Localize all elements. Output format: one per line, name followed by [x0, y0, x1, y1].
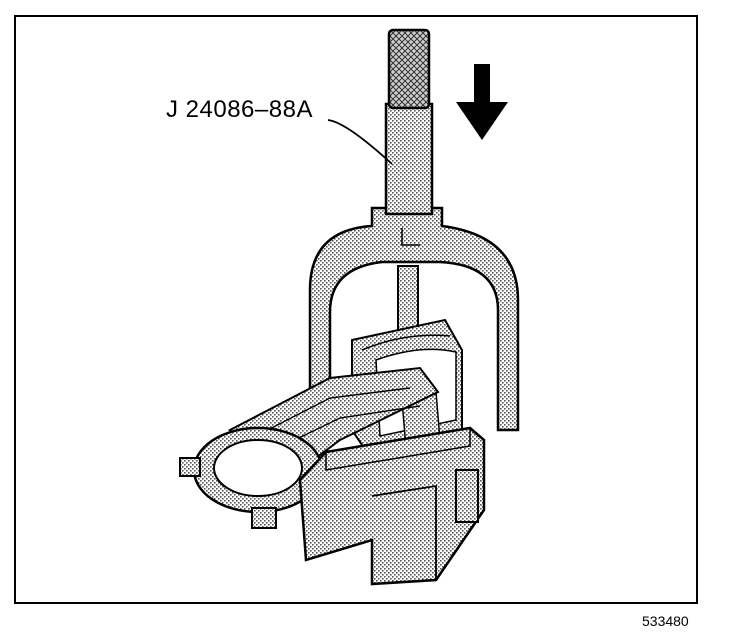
figure-number: 533480 — [642, 613, 689, 629]
down-arrow-icon — [456, 64, 508, 140]
rod-big-end — [179, 426, 324, 529]
rod-bolt-left — [179, 457, 201, 477]
press-yoke — [308, 206, 520, 432]
tool-callout-label: J 24086–88A — [166, 96, 313, 123]
support-base — [298, 426, 486, 586]
callout-leader-line — [327, 119, 393, 165]
rod-bolt-front — [251, 507, 277, 529]
figure-frame — [14, 15, 698, 604]
press-screw — [384, 28, 434, 339]
